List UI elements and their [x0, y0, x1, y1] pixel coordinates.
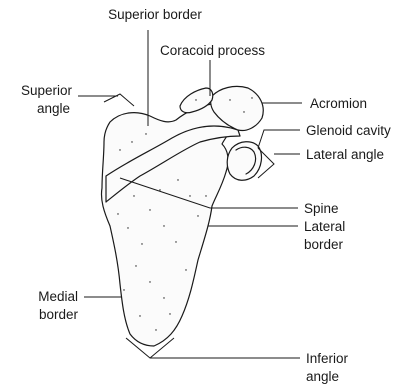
label-lateral-border-line2: border [304, 236, 343, 253]
glenoid-leader [258, 130, 300, 148]
label-superior-angle-line2: angle [6, 100, 70, 117]
label-spine: Spine [304, 200, 339, 217]
label-superior-border: Superior border [96, 6, 214, 23]
label-inferior-angle-line2: angle [306, 368, 339, 385]
label-lateral-angle: Lateral angle [306, 146, 384, 163]
label-inferior-angle-line1: Inferior [306, 350, 348, 367]
label-coracoid-process: Coracoid process [160, 42, 265, 59]
label-acromion: Acromion [310, 95, 367, 112]
label-medial-border-line2: border [20, 306, 78, 323]
label-glenoid-cavity: Glenoid cavity [306, 122, 391, 139]
label-medial-border-line1: Medial [20, 288, 78, 305]
label-lateral-border-line1: Lateral [304, 218, 345, 235]
label-superior-angle-line1: Superior [6, 82, 72, 99]
